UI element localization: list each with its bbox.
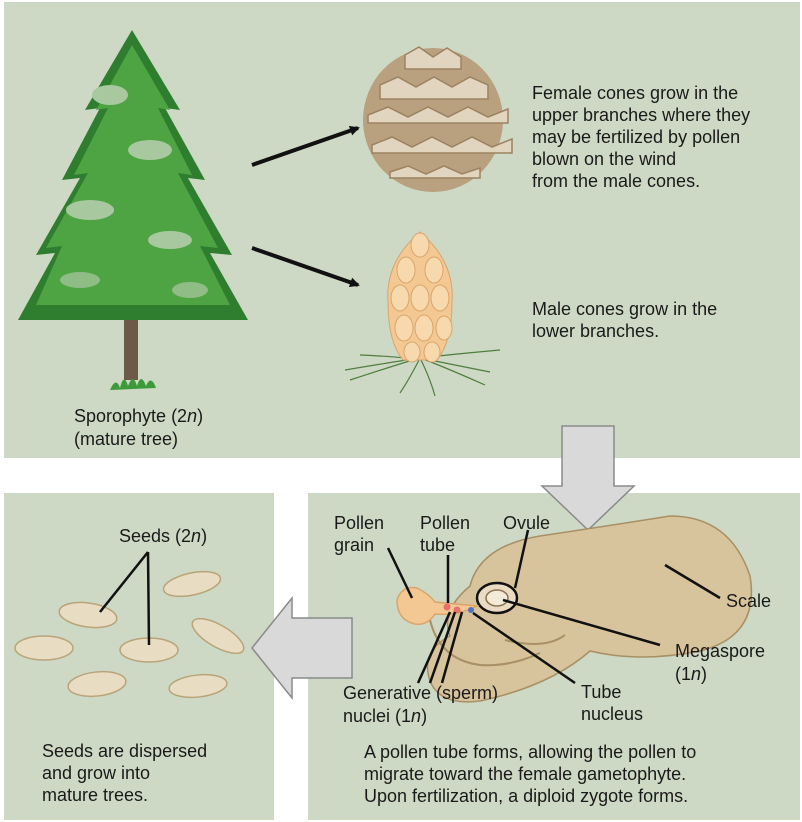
scale-illustration — [396, 515, 753, 703]
left-arrow — [251, 595, 353, 701]
ovule-label: Ovule — [503, 513, 551, 533]
female-cone-illustration — [363, 46, 513, 192]
generative-nuclei-ploidy-label: nuclei (1n) — [343, 706, 428, 726]
male-cone-illustration — [344, 231, 501, 397]
pollen-tube-label: Pollen tube — [420, 513, 471, 555]
seeds-leader-lines — [99, 551, 151, 646]
mature-tree-illustration — [18, 30, 248, 390]
arrow-to-male-cone — [251, 246, 360, 288]
scale-leader-lines — [386, 529, 721, 685]
pollen-grain-label: Pollen grain — [334, 513, 385, 555]
seeds-label: Seeds (2n) — [119, 526, 208, 546]
male-cone-description: Male cones grow in the lower branches. — [532, 299, 718, 341]
mature-tree-label: (mature tree) — [74, 429, 179, 449]
seeds-illustration — [14, 570, 245, 699]
generative-nuclei-label: Generative (sperm) — [343, 683, 499, 703]
down-arrow — [540, 425, 636, 532]
arrow-to-female-cone — [251, 125, 360, 167]
female-cone-description: Female cones grow in the upper branches … — [532, 83, 751, 191]
scale-label: Scale — [726, 591, 772, 611]
tube-nucleus-label: Tube nucleus — [581, 682, 644, 724]
fertilization-caption: A pollen tube forms, allowing the pollen… — [364, 742, 697, 806]
sporophyte-label: Sporophyte (2n) — [74, 406, 204, 426]
megaspore-ploidy-label: (1n) — [675, 664, 708, 684]
megaspore-label: Megaspore — [675, 641, 766, 661]
seeds-caption: Seeds are dispersed and grow into mature… — [42, 741, 208, 805]
